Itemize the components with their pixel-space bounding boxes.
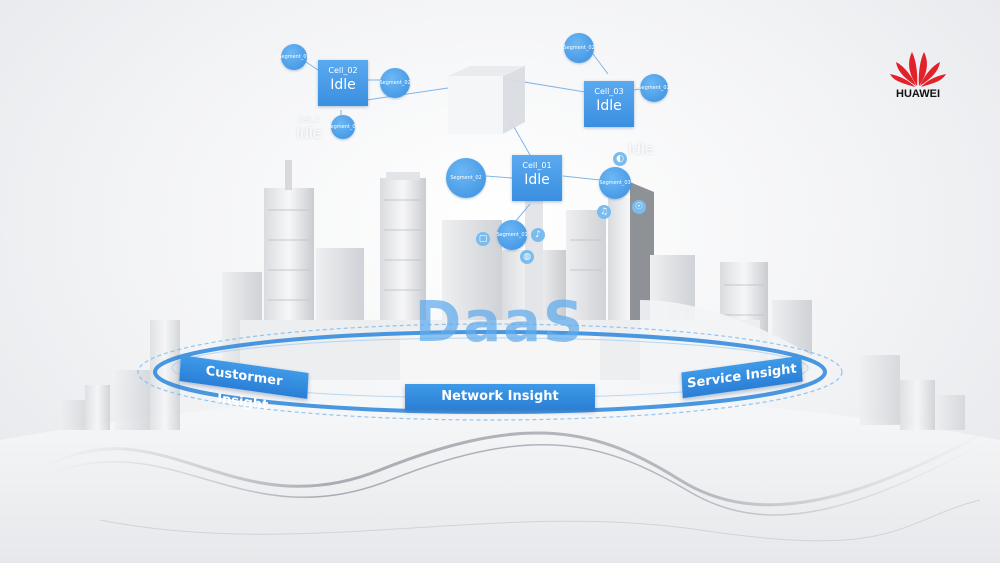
cell-id: Cell_02 (328, 66, 358, 75)
gamepad-icon: ◐ (613, 152, 627, 166)
ground-surface (0, 395, 1000, 563)
white-cube (448, 66, 525, 134)
ghost-cell-label: Cell_4 (298, 116, 320, 124)
network-insight-banner[interactable]: Network Insight (405, 384, 595, 410)
daas-headline: DaaS (414, 290, 586, 355)
walking-person-icon: ☉ (632, 200, 646, 214)
segment-node[interactable]: Segment_03 (327, 115, 359, 139)
cell-id: Cell_01 (522, 161, 552, 170)
segment-node[interactable]: Segment_03 (599, 167, 631, 199)
cell-status: Idle (330, 77, 356, 93)
cell-box-03[interactable]: Cell_03 Idle (584, 81, 634, 127)
huawei-logo-icon (890, 52, 946, 87)
cell-box-02[interactable]: Cell_02 Idle (318, 60, 368, 106)
segment-node[interactable]: Segment_02 (379, 68, 411, 98)
ghost-status-label: Idle (296, 126, 322, 142)
ghost-status-label: Idle (628, 142, 654, 158)
music-icon: ♪ (531, 228, 545, 242)
brand-name: HUAWEI (896, 88, 940, 100)
segment-node[interactable]: Segment_02 (563, 33, 595, 63)
game-controller-icon: ◍ (520, 250, 534, 264)
cell-box-01[interactable]: Cell_01 Idle (512, 155, 562, 201)
cell-status: Idle (524, 172, 550, 188)
tablet-icon: ▢ (476, 232, 490, 246)
cell-id: Cell_03 (594, 87, 624, 96)
segment-node[interactable]: Segment_02 (638, 74, 670, 102)
city-towers (222, 160, 812, 382)
music-icon: ♫ (597, 205, 611, 219)
banner-label: Network Insight (441, 389, 559, 404)
segment-node[interactable]: Segment_01 (278, 44, 310, 70)
segment-node[interactable]: Segment_02 (446, 158, 486, 198)
cell-status: Idle (596, 98, 622, 114)
silver-ribbons (39, 428, 991, 542)
segment-node[interactable]: Segment_01 (496, 220, 528, 250)
